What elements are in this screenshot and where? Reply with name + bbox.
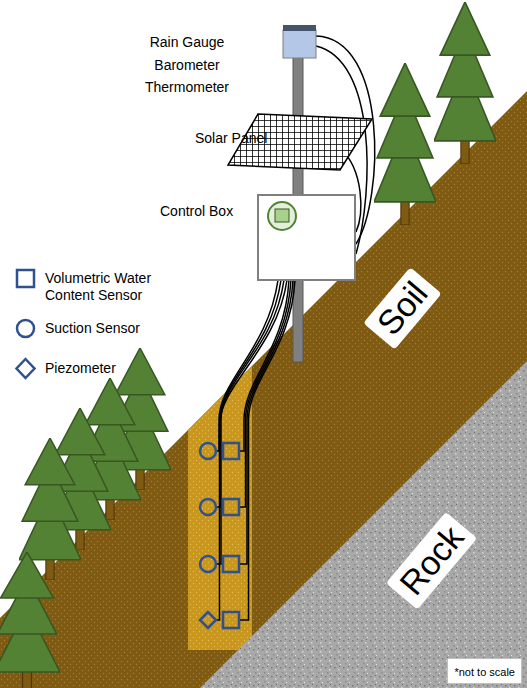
- suction-sensor: [200, 443, 216, 459]
- cable: [216, 280, 287, 620]
- sensors: [200, 443, 239, 628]
- pine-tree: [374, 63, 436, 225]
- note-box: *not to scale: [447, 658, 522, 684]
- cable: [239, 280, 293, 564]
- water-content-sensor: [223, 499, 239, 515]
- suction-sensor: [200, 499, 216, 515]
- soil-layer: [0, 91, 527, 688]
- cable: [239, 280, 295, 620]
- trees: [0, 2, 496, 688]
- component-label: Barometer: [127, 57, 247, 74]
- pine-tree: [0, 552, 60, 688]
- gauge-cap: [283, 25, 316, 31]
- cables: [216, 36, 375, 620]
- component-label: Thermometer: [127, 79, 247, 96]
- control-box-housing: [258, 195, 355, 280]
- legend-text: Suction Sensor: [45, 320, 140, 337]
- water-content-sensor: [223, 612, 239, 628]
- water-content-sensor: [223, 443, 239, 459]
- logo-seal: [268, 202, 296, 230]
- suction-sensor: [200, 556, 216, 572]
- water-content-sensor: [223, 556, 239, 572]
- control-box: [258, 195, 355, 280]
- rain-gauge: [283, 25, 316, 58]
- gauge-body: [283, 30, 316, 58]
- note-text: *not to scale: [454, 666, 515, 678]
- legend-diamond: [17, 359, 35, 378]
- legend-text: Volumetric Water Content Sensor: [45, 270, 169, 304]
- legend-square: [17, 270, 34, 287]
- component-label: Control Box: [160, 203, 233, 220]
- logo-mark: [275, 209, 289, 222]
- component-label: Rain Gauge: [127, 34, 247, 51]
- legend-swatches: [17, 270, 35, 378]
- piezometer: [200, 612, 216, 628]
- component-label: Solar Panel: [195, 130, 267, 147]
- pine-tree: [434, 2, 496, 164]
- legend-circle: [17, 320, 34, 337]
- legend-text: Piezometer: [45, 360, 116, 377]
